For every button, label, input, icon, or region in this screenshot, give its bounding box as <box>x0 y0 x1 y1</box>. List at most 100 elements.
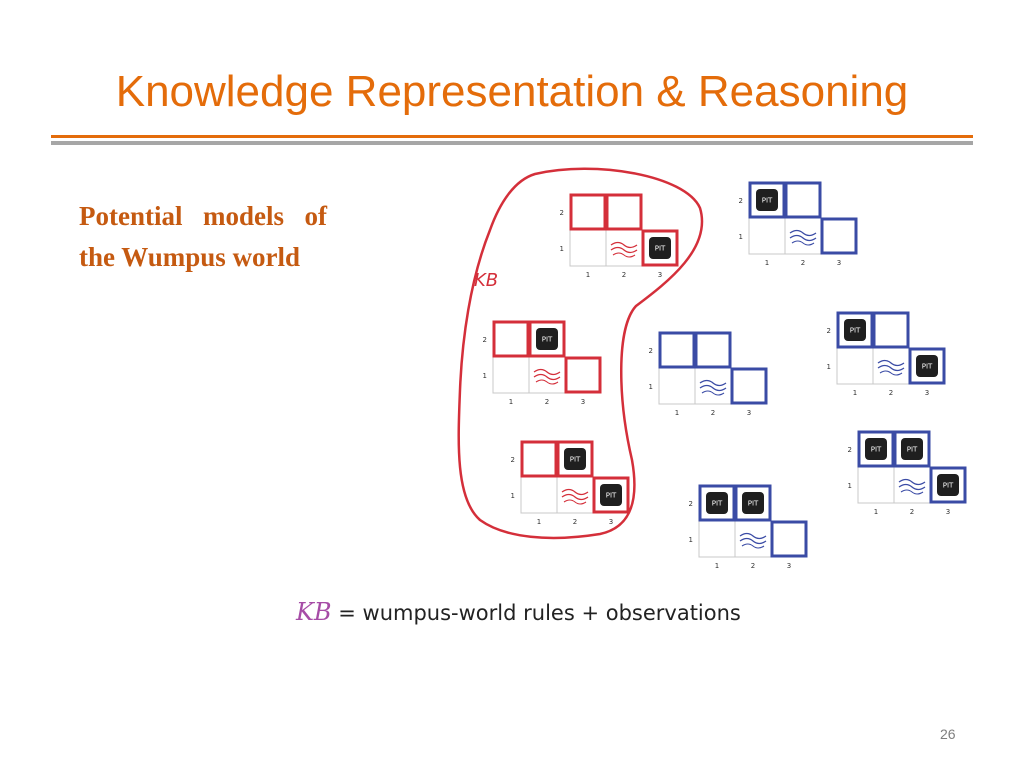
grid-cell <box>605 229 643 267</box>
row-label: 2 <box>483 336 487 344</box>
grid-cell <box>872 311 910 349</box>
col-label: 1 <box>509 398 513 406</box>
pit-label: PIT <box>712 500 723 508</box>
col-label: 2 <box>751 562 755 570</box>
pit-label: PIT <box>606 492 617 500</box>
grid-cell <box>694 367 732 405</box>
frontier-square <box>605 193 643 231</box>
pit-icon: PIT <box>536 328 558 350</box>
grid-cell <box>605 193 643 231</box>
grid-cell <box>770 520 808 558</box>
side-text: Potential models of the Wumpus world <box>79 201 327 272</box>
pit-icon: PIT <box>742 492 764 514</box>
col-label: 3 <box>925 389 929 397</box>
grid-cell <box>730 367 768 405</box>
grid-cell <box>748 217 786 255</box>
grid-cell <box>836 347 874 385</box>
breeze-icon <box>739 532 767 549</box>
breeze-icon <box>898 478 926 495</box>
kb-label: KB <box>474 270 498 291</box>
kb-boundary <box>457 167 704 540</box>
frontier-square <box>556 440 594 478</box>
frontier-square <box>528 320 566 358</box>
pit-label: PIT <box>850 327 861 335</box>
col-label: 3 <box>581 398 585 406</box>
pit-label: PIT <box>748 500 759 508</box>
grid-cell <box>520 476 558 514</box>
pit-icon: PIT <box>706 492 728 514</box>
breeze-icon <box>699 379 727 396</box>
grid-cell <box>734 520 772 558</box>
pit-icon: PIT <box>865 438 887 460</box>
grid-cell <box>569 193 607 231</box>
row-label: 2 <box>560 209 564 217</box>
pit-label: PIT <box>907 446 918 454</box>
frontier-square <box>698 484 736 522</box>
pit-label: PIT <box>871 446 882 454</box>
title-rule-gray <box>51 141 973 145</box>
pit-label: PIT <box>655 245 666 253</box>
grid-cell <box>658 367 696 405</box>
grid-cell <box>556 476 594 514</box>
grid-cell <box>658 331 696 369</box>
col-label: 3 <box>787 562 791 570</box>
grid-cell <box>893 466 931 504</box>
breeze-icon <box>561 488 589 505</box>
row-label: 1 <box>827 363 831 371</box>
page-number: 26 <box>940 726 956 742</box>
col-label: 3 <box>609 518 613 526</box>
frontier-square <box>641 229 679 267</box>
col-label: 2 <box>910 508 914 516</box>
title-rule-orange <box>51 135 973 138</box>
col-label: 3 <box>658 271 662 279</box>
pit-label: PIT <box>570 456 581 464</box>
grid-cell <box>872 347 910 385</box>
grid-cell <box>520 440 558 478</box>
caption-text: = wumpus-world rules + observations <box>338 601 741 625</box>
pit-icon: PIT <box>916 355 938 377</box>
caption-kb: KB <box>296 598 332 626</box>
pit-label: PIT <box>762 197 773 205</box>
pit-icon: PIT <box>937 474 959 496</box>
grid-cell <box>820 217 858 255</box>
breeze-icon <box>789 229 817 246</box>
row-label: 1 <box>649 383 653 391</box>
col-label: 1 <box>874 508 878 516</box>
frontier-square <box>520 440 558 478</box>
frontier-square <box>784 181 822 219</box>
row-label: 1 <box>739 233 743 241</box>
col-label: 2 <box>889 389 893 397</box>
col-label: 1 <box>675 409 679 417</box>
col-label: 2 <box>711 409 715 417</box>
caption: KB = wumpus-world rules + observations <box>296 598 741 626</box>
pit-label: PIT <box>542 336 553 344</box>
frontier-square <box>770 520 808 558</box>
pit-icon: PIT <box>564 448 586 470</box>
row-label: 2 <box>511 456 515 464</box>
row-label: 1 <box>848 482 852 490</box>
col-label: 1 <box>715 562 719 570</box>
grid-cell <box>528 356 566 394</box>
col-label: 2 <box>801 259 805 267</box>
grid-cell <box>784 181 822 219</box>
row-label: 2 <box>649 347 653 355</box>
col-label: 1 <box>853 389 857 397</box>
frontier-square <box>836 311 874 349</box>
row-label: 1 <box>511 492 515 500</box>
grid-cell <box>569 229 607 267</box>
frontier-square <box>592 476 630 514</box>
row-label: 2 <box>739 197 743 205</box>
row-label: 1 <box>689 536 693 544</box>
pit-label: PIT <box>922 363 933 371</box>
grid-cell <box>564 356 602 394</box>
row-label: 2 <box>848 446 852 454</box>
grid-cell <box>492 320 530 358</box>
